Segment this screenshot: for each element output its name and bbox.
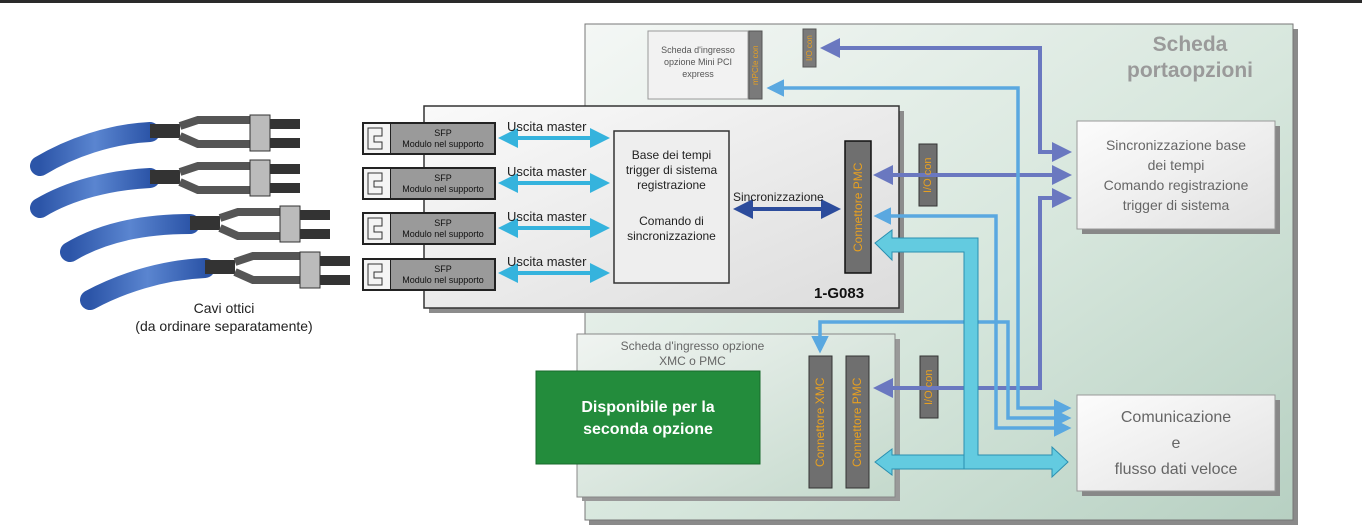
minipci-connector-label: mPCIe con (751, 45, 760, 85)
xmc-label-line-2: XMC o PMC (659, 354, 726, 368)
master-output-2: Uscita master (507, 164, 587, 179)
master-output-arrows (498, 128, 610, 283)
available-line-2: seconda opzione (583, 421, 713, 438)
optical-cable-3 (60, 205, 330, 262)
xmc-label-line-1: Scheda d'ingresso opzione (620, 339, 765, 353)
bus-arrow-upper (874, 228, 1069, 479)
timebase-line-5: sincronizzazione (627, 229, 716, 243)
sfp-module-4 (362, 258, 496, 291)
master-output-4: Uscita master (507, 254, 587, 269)
sync-box-line-3: Comando registrazione (1103, 177, 1249, 193)
timebase-line-3: registrazione (637, 178, 706, 192)
xmc-connector-label: Connettore XMC (813, 377, 827, 467)
optical-cable-4 (80, 251, 350, 310)
carrier-title: Scheda portaopzioni (1127, 33, 1253, 82)
sfp-module-3 (362, 212, 496, 245)
sfp-4-type: SFP (434, 264, 452, 274)
optical-cable-1 (30, 114, 300, 176)
sync-box (1076, 120, 1276, 230)
available-box (535, 370, 761, 465)
sync-box-line-1: Sincronizzazione base (1105, 137, 1247, 153)
sfp-4-desc: Modulo nel supporto (402, 275, 484, 285)
sfp-1-desc: Modulo nel supporto (402, 139, 484, 149)
minipci-card (647, 30, 749, 100)
sfp-label-1: SFP Modulo nel supporto (390, 128, 496, 150)
sfp-label-2: SFP Modulo nel supporto (390, 173, 496, 195)
sync-label: Sincronizzazione (733, 190, 824, 204)
main-io-label: I/O con (922, 157, 934, 193)
sfp-2-type: SFP (434, 173, 452, 183)
minipci-connector (748, 30, 763, 100)
sfp-3-desc: Modulo nel supporto (402, 229, 484, 239)
timebase-box (613, 130, 730, 284)
cables-line-1: Cavi ottici (193, 300, 255, 316)
comm-box-line-3: flusso dati veloce (1114, 461, 1238, 478)
timebase-line-1: Base dei tempi (631, 148, 712, 162)
bus-arrow-lower (874, 447, 965, 477)
xmc-io-label: I/O con (923, 369, 935, 405)
xmc-board-label: Scheda d'ingresso opzione XMC o PMC (585, 339, 800, 369)
cables-line-2: (da ordinare separatamente) (135, 318, 313, 334)
sfp-2-desc: Modulo nel supporto (402, 184, 484, 194)
sfp-3-type: SFP (434, 218, 452, 228)
master-output-3: Uscita master (507, 209, 587, 224)
minipci-io-label: I/O con (805, 35, 814, 61)
xmc-pmc-connector-label: Connettore PMC (850, 377, 864, 467)
available-text: Disponibile per la seconda opzione (536, 397, 760, 441)
top-rule (0, 0, 1362, 3)
comm-box (1076, 394, 1276, 492)
comm-box-line-2: e (1171, 435, 1181, 452)
sync-box-line-4: trigger di sistema (1122, 197, 1230, 213)
timebase-line-4: Comando di (639, 214, 704, 228)
main-board-id: 1-G083 (814, 285, 865, 302)
data-paths (766, 79, 1072, 437)
timebase-line-2: trigger di sistema (625, 163, 718, 177)
sfp-latch-icons (367, 127, 383, 286)
main-pmc-connector-label: Connettore PMC (851, 162, 865, 252)
comm-box-line-1: Comunicazione (1120, 409, 1232, 426)
master-output-1: Uscita master (507, 119, 587, 134)
comm-box-text: Comunicazione e flusso dati veloce (1077, 405, 1275, 483)
sync-box-text: Sincronizzazione base dei tempi Comando … (1077, 135, 1275, 215)
optical-cable-2 (30, 159, 300, 218)
timebase-text: Base dei tempi trigger di sistema regist… (614, 148, 729, 244)
cables-caption: Cavi ottici (da ordinare separatamente) (104, 299, 344, 335)
sfp-label-4: SFP Modulo nel supporto (390, 264, 496, 286)
sync-box-line-2: dei tempi (1147, 157, 1205, 173)
sfp-label-3: SFP Modulo nel supporto (390, 218, 496, 240)
available-line-1: Disponibile per la (581, 399, 715, 416)
minipci-label: Scheda d'ingresso opzione Mini PCI expre… (661, 45, 735, 79)
minipci-io-connector (802, 28, 817, 68)
sfp-1-type: SFP (434, 128, 452, 138)
sfp-module-1 (362, 122, 496, 155)
